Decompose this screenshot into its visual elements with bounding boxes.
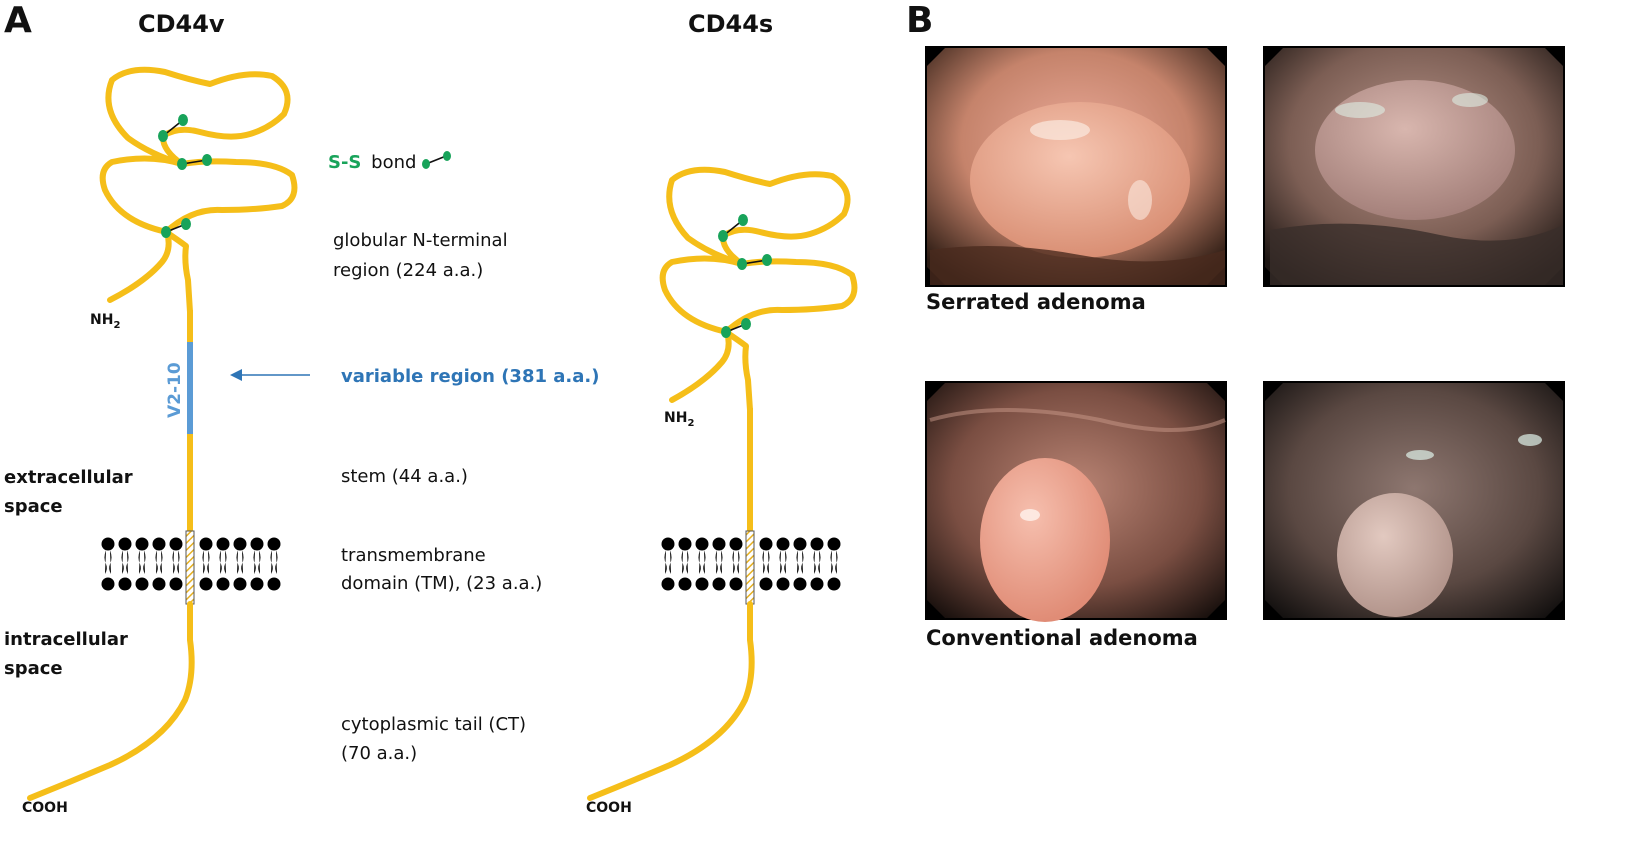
- variable-region-arrow: [230, 369, 310, 381]
- cooh-label-cd44s: COOH: [586, 800, 632, 816]
- cd44v-bond-dot: [202, 154, 212, 166]
- variable-region-label: variable region (381 a.a.): [341, 366, 599, 387]
- cd44s-transmembrane-domain: [745, 530, 755, 605]
- cd44v-bond-dot: [181, 218, 191, 230]
- conventional-adenoma-label: Conventional adenoma: [926, 626, 1198, 650]
- panel-a-letter: A: [4, 0, 32, 41]
- nh2-label-cd44s: NH2: [664, 410, 694, 429]
- intracellular-label-line1: intracellular: [4, 629, 128, 650]
- cd44s-globular-domain: [659, 166, 858, 413]
- globular-label-line1: globular N-terminal: [333, 230, 508, 251]
- cd44v-transmembrane-domain: [185, 530, 195, 605]
- tm-label-line1: transmembrane: [341, 545, 486, 566]
- cd44v-cytoplasmic-tail: [27, 601, 195, 801]
- serrated-adenoma-nbi-image: [1263, 46, 1565, 287]
- cd44v-bond-dot: [158, 130, 168, 142]
- extracellular-label-line1: extracellular: [4, 467, 133, 488]
- panel-b-letter: B: [906, 0, 933, 41]
- extracellular-label-line2: space: [4, 496, 63, 517]
- nh2-label-cd44v: NH2: [90, 312, 120, 331]
- intracellular-label-line2: space: [4, 658, 63, 679]
- globular-label-line2: region (224 a.a.): [333, 260, 483, 281]
- cd44v-title: CD44v: [138, 10, 225, 38]
- cd44s-bond-dot: [721, 326, 731, 338]
- conventional-adenoma-nbi-image: [1263, 381, 1565, 620]
- cd44s-bond-dot: [718, 230, 728, 242]
- stem-label: stem (44 a.a.): [341, 466, 468, 487]
- cd44s-title: CD44s: [688, 10, 773, 38]
- cd44v-globular-domain: [99, 66, 298, 315]
- cd44v-bond-dot: [177, 158, 187, 170]
- ss-bond-label: S-S bond: [328, 152, 416, 173]
- cd44s-protein: [587, 166, 858, 801]
- cd44s-bond-dot: [737, 258, 747, 270]
- v-region-label: V2-10: [165, 362, 185, 418]
- cd44s-cytoplasmic-tail: [587, 601, 755, 801]
- serrated-adenoma-label: Serrated adenoma: [926, 290, 1146, 314]
- cd44v-bond-dot: [178, 114, 188, 126]
- tm-label-line2: domain (TM), (23 a.a.): [341, 573, 542, 594]
- ss-bond-icon: [422, 151, 451, 169]
- cd44v-protein: [27, 66, 298, 801]
- conventional-adenoma-white-light-image: [925, 381, 1227, 622]
- cd44v-bond-dot: [161, 226, 171, 238]
- cd44s-bond-dot: [738, 214, 748, 226]
- cooh-label-cd44v: COOH: [22, 800, 68, 816]
- ct-label-line2: (70 a.a.): [341, 743, 417, 764]
- serrated-adenoma-white-light-image: [925, 46, 1227, 287]
- ct-label-line1: cytoplasmic tail (CT): [341, 714, 526, 735]
- cd44s-bond-dot: [762, 254, 772, 266]
- cd44s-bond-dot: [741, 318, 751, 330]
